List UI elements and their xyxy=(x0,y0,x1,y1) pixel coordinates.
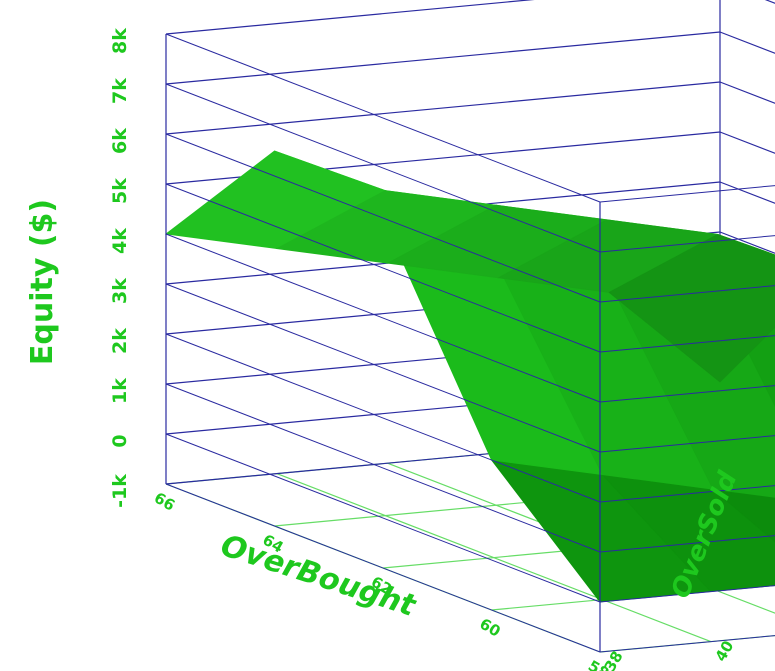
z-grid-line-front xyxy=(599,235,775,253)
z-grid-line xyxy=(764,0,775,4)
z-grid-line xyxy=(719,31,775,54)
z-grid-line-front xyxy=(165,383,601,553)
z-grid-line-front xyxy=(599,485,775,503)
x-tick-label: 60 xyxy=(476,615,503,641)
z-grid-line-front xyxy=(165,233,601,403)
z-grid-line-front xyxy=(165,83,601,253)
z-grid-line-front xyxy=(165,133,601,303)
z-grid-line-front xyxy=(599,335,775,353)
z-tick-label: -1k xyxy=(109,474,131,508)
surface-mesh xyxy=(164,150,775,603)
z-grid-line-front xyxy=(165,433,601,603)
x-tick-label: 66 xyxy=(151,489,178,515)
z-grid-line xyxy=(719,81,775,104)
z-tick-label: 6k xyxy=(109,128,131,154)
z-tick-label: 1k xyxy=(109,378,131,404)
z-grid-line xyxy=(165,81,721,135)
surface-patch xyxy=(608,233,775,383)
z-grid-line-front xyxy=(599,285,775,303)
z-grid-line-front xyxy=(165,333,601,503)
z-grid-line-front xyxy=(165,33,601,203)
z-tick-label: 0 xyxy=(109,434,131,447)
z-grid-line-front xyxy=(599,585,775,603)
z-grid-line-front xyxy=(599,535,775,553)
z-tick-label: 2k xyxy=(109,328,131,354)
z-tick-label: 7k xyxy=(109,78,131,104)
box-front-lines xyxy=(165,33,775,653)
z-grid-line-front xyxy=(165,183,601,353)
z-tick-label: 4k xyxy=(109,228,131,254)
z-grid-line xyxy=(165,31,721,85)
z-tick-label: 8k xyxy=(109,28,131,54)
z-tick-label: 5k xyxy=(109,178,131,204)
z-grid-line-front xyxy=(165,283,601,453)
z-grid-line-front xyxy=(599,185,775,203)
z-grid-line-front xyxy=(599,435,775,453)
z-grid-line-front xyxy=(165,483,601,653)
z-grid-line xyxy=(165,0,535,35)
z-axis-label: Equity ($) xyxy=(25,199,60,365)
floor-grid-line xyxy=(276,473,712,643)
surface-patch xyxy=(711,488,775,543)
z-grid-line-front xyxy=(599,635,775,653)
z-tick-label: 3k xyxy=(109,278,131,304)
z-grid-line-front xyxy=(599,385,775,403)
y-tick-label: 38 xyxy=(601,648,627,671)
